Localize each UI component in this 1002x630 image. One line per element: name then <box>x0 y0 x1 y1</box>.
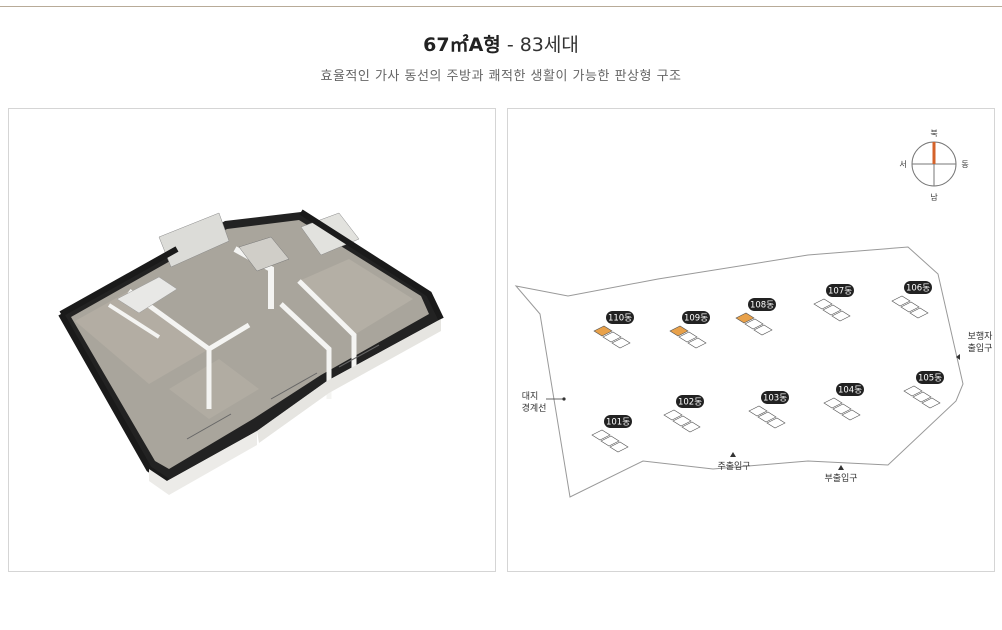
building-104동[interactable]: 104동 <box>823 383 864 421</box>
building-unit-block <box>593 325 613 337</box>
building-badge <box>916 371 944 384</box>
building-unit-block <box>591 429 611 441</box>
building-badge <box>761 391 789 404</box>
building-unit-block <box>753 324 773 336</box>
building-unit-block <box>602 331 622 343</box>
building-unit-block <box>900 301 920 313</box>
sub-entrance-label: 부출입구 <box>824 472 857 484</box>
building-badge <box>836 383 864 396</box>
building-102동[interactable]: 102동 <box>663 395 704 433</box>
site-plan-panel: 북 남 동 서 110동 109동 108동 107동 106동 101동 102동 103동… <box>507 108 995 572</box>
building-label: 106동 <box>906 284 930 294</box>
building-badge <box>676 395 704 408</box>
pedestrian-arrow <box>956 354 960 360</box>
building-unit-block <box>681 421 701 433</box>
site-plan-map: 북 남 동 서 110동 109동 108동 107동 106동 101동 102동 103동… <box>514 129 994 498</box>
top-divider <box>0 6 1002 7</box>
building-unit-block <box>921 397 941 409</box>
boundary-dot <box>562 397 566 401</box>
building-badge <box>826 284 854 297</box>
unit-subtitle: 효율적인 가사 동선의 주방과 쾌적한 생활이 가능한 판상형 구조 <box>320 69 682 84</box>
floor-plan-3d-image <box>58 209 444 495</box>
compass-north: 북 <box>930 129 937 138</box>
building-unit-block <box>909 307 929 319</box>
building-unit-block <box>672 415 692 427</box>
main-entrance-arrow <box>730 452 736 457</box>
building-unit-block <box>822 304 842 316</box>
building-101동[interactable]: 101동 <box>591 415 632 453</box>
compass-south: 남 <box>930 193 938 202</box>
building-105동[interactable]: 105동 <box>903 371 944 409</box>
building-unit-block <box>813 298 833 310</box>
building-103동[interactable]: 103동 <box>748 391 789 429</box>
building-108동[interactable]: 108동 <box>735 298 776 336</box>
compass-west: 서 <box>899 160 906 169</box>
pedestrian-label-2: 출입구 <box>968 342 993 354</box>
building-unit-block <box>609 441 629 453</box>
building-unit-block <box>831 310 851 322</box>
building-109동[interactable]: 109동 <box>669 311 710 349</box>
building-unit-block <box>891 295 911 307</box>
building-unit-block <box>903 385 923 397</box>
building-badge <box>682 311 710 324</box>
building-unit-block <box>841 409 861 421</box>
building-unit-block <box>669 325 689 337</box>
compass-east: 동 <box>961 160 968 169</box>
building-110동[interactable]: 110동 <box>593 311 634 349</box>
sub-entrance-arrow <box>838 465 844 470</box>
building-label: 103동 <box>763 394 787 404</box>
building-unit-block <box>744 318 764 330</box>
buildings-layer: 110동 109동 108동 107동 106동 101동 102동 103동 104동 105동 <box>591 281 944 453</box>
household-count: 83세대 <box>519 34 579 56</box>
building-unit-block <box>832 403 852 415</box>
boundary-label-2: 경계선 <box>522 402 547 414</box>
building-unit-block <box>912 391 932 403</box>
building-unit-block <box>687 337 707 349</box>
building-label: 102동 <box>678 398 702 408</box>
building-unit-block <box>766 417 786 429</box>
building-label: 108동 <box>750 301 774 311</box>
building-label: 107동 <box>828 287 852 297</box>
floor-plan-panel <box>8 108 496 572</box>
building-unit-block <box>611 337 631 349</box>
building-unit-block <box>748 405 768 417</box>
building-label: 104동 <box>838 386 862 396</box>
building-unit-block <box>600 435 620 447</box>
building-label: 101동 <box>606 418 630 428</box>
building-unit-block <box>823 397 843 409</box>
pedestrian-label-1: 보행자 <box>968 330 994 342</box>
building-label: 110동 <box>608 314 632 324</box>
compass: 북 남 동 서 <box>899 129 968 202</box>
building-unit-block <box>678 331 698 343</box>
building-106동[interactable]: 106동 <box>891 281 932 319</box>
building-label: 105동 <box>918 374 942 384</box>
unit-title: 67㎡A형 - 83세대 <box>0 30 1002 57</box>
building-badge <box>748 298 776 311</box>
main-entrance-label: 주출입구 <box>717 460 750 472</box>
building-unit-block <box>663 409 683 421</box>
building-badge <box>606 311 634 324</box>
unit-type: 67㎡A형 <box>423 34 501 56</box>
title-separator: - <box>500 34 520 56</box>
building-107동[interactable]: 107동 <box>813 284 854 322</box>
building-unit-block <box>757 411 777 423</box>
boundary-label-1: 대지 <box>522 391 539 402</box>
building-unit-block <box>735 312 755 324</box>
building-label: 109동 <box>684 314 708 324</box>
building-badge <box>604 415 632 428</box>
building-badge <box>904 281 932 294</box>
